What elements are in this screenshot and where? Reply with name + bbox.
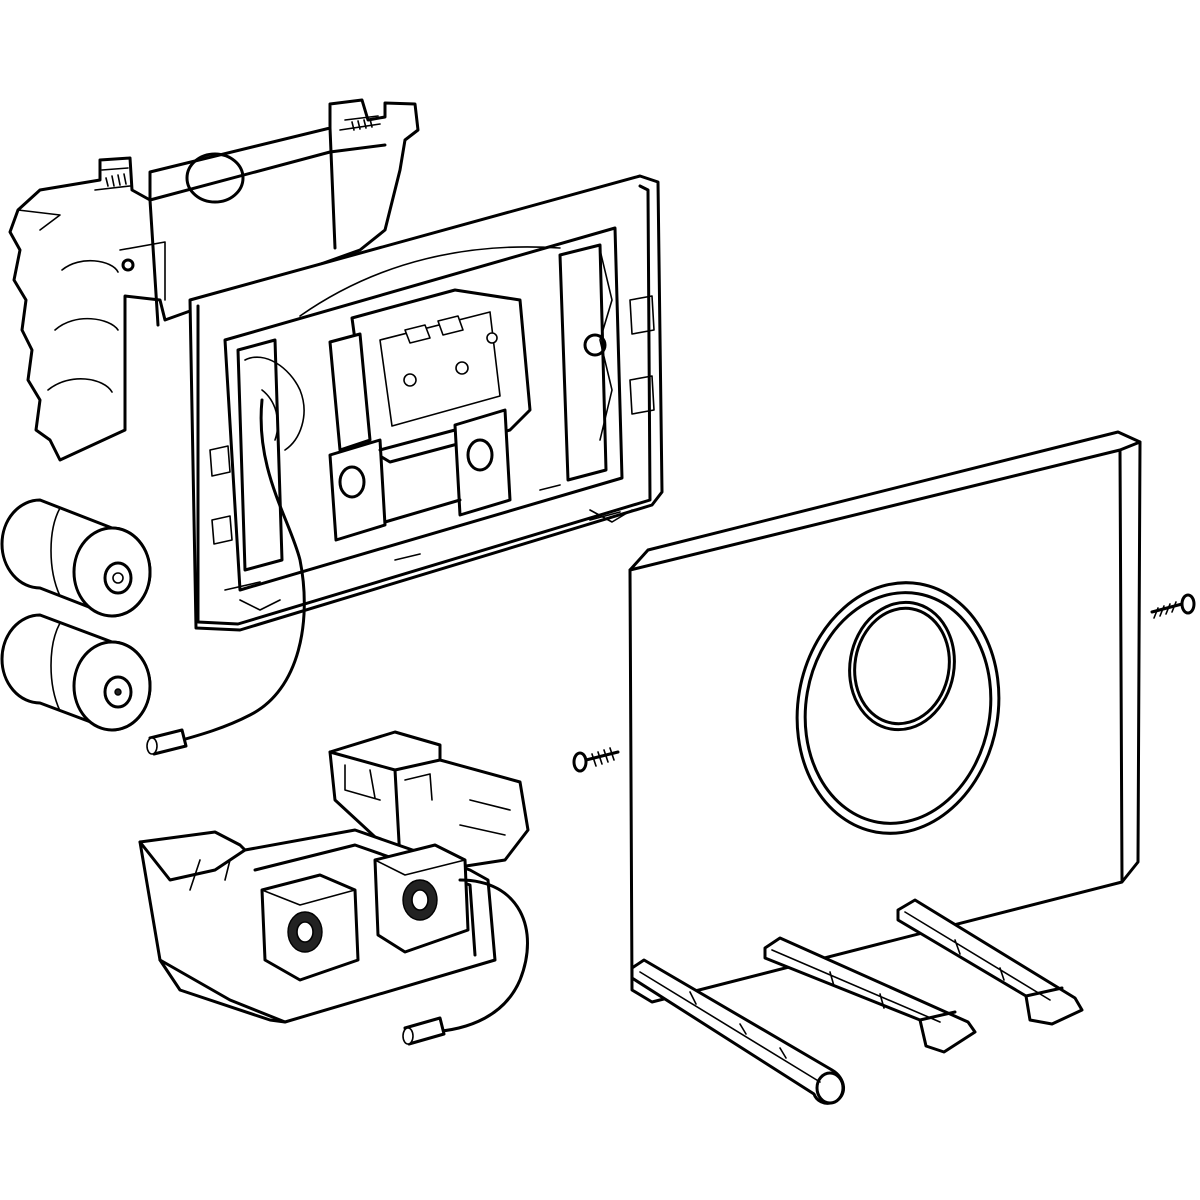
actuator-frame [188, 174, 664, 632]
battery [0, 498, 152, 618]
extension-rod [763, 936, 977, 1054]
battery [0, 613, 152, 732]
sensor-window [795, 581, 1001, 835]
screw [1150, 593, 1196, 619]
screw [572, 747, 620, 773]
mounting-shield [8, 98, 420, 462]
extension-rod [896, 898, 1084, 1026]
control-unit [138, 730, 530, 1046]
extension-rod [630, 958, 845, 1105]
sensor-cable [146, 398, 306, 756]
